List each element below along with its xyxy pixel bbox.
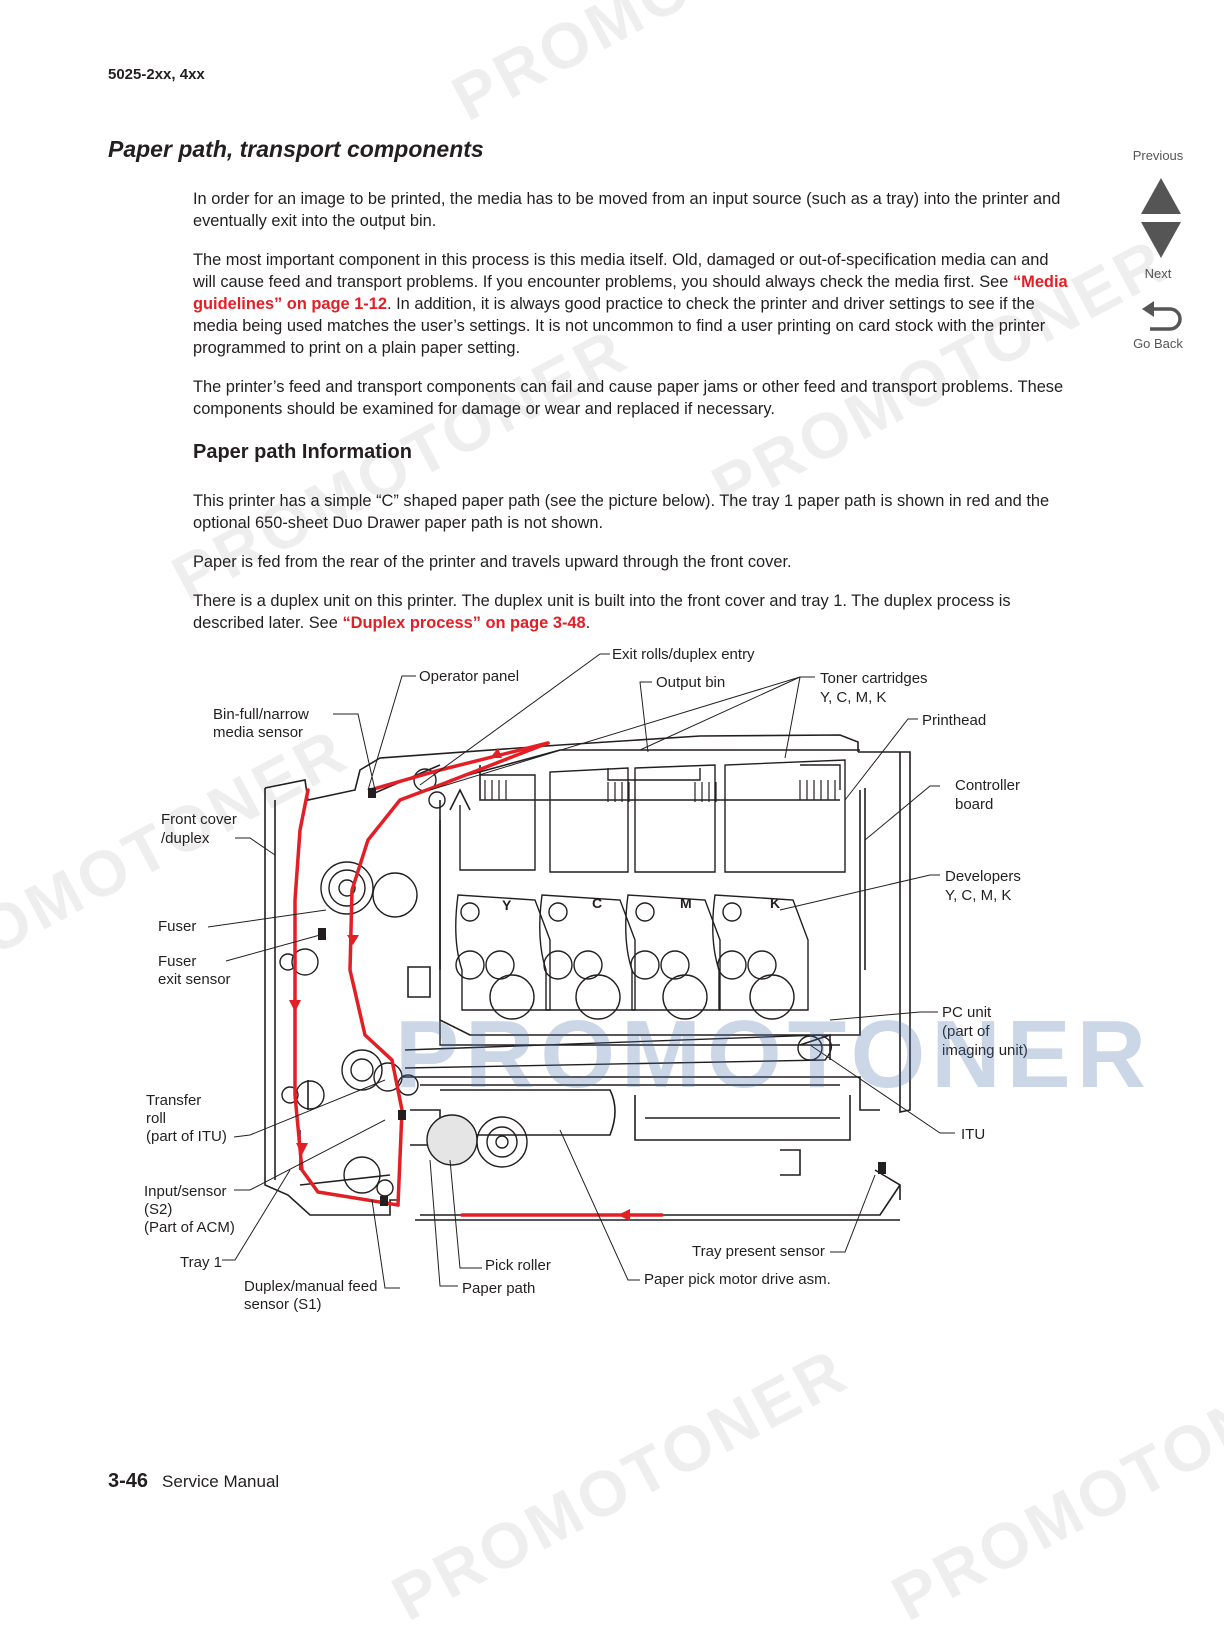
label-transfer: Transfer xyxy=(146,1092,201,1109)
label-controller-board: board xyxy=(955,796,993,813)
rollers xyxy=(279,768,528,1197)
path-arrowheads xyxy=(289,748,630,1221)
paragraph-media-part1: The most important component in this pro… xyxy=(193,251,1049,291)
label-pc-unit-imaging: imaging unit) xyxy=(942,1042,1028,1059)
label-exit-rolls: Exit rolls/duplex entry xyxy=(612,646,755,663)
label-developers: Developers xyxy=(945,868,1021,885)
paragraph-intro: In order for an image to be printed, the… xyxy=(193,190,1061,230)
label-transfer-itu: (part of ITU) xyxy=(146,1128,227,1145)
section-title: Paper path, transport components xyxy=(108,136,484,162)
label-tray1: Tray 1 xyxy=(180,1254,222,1271)
duplex-process-link[interactable]: “Duplex process” on page 3-48 xyxy=(342,614,586,632)
paragraph-c-path: This printer has a simple “C” shaped pap… xyxy=(193,492,1050,532)
label-input-sensor-s2: (S2) xyxy=(144,1201,172,1218)
media-guidelines-link[interactable]: “Media guidelines” on page 1-12 xyxy=(193,273,1068,313)
paragraph-duplex-part2: . xyxy=(585,614,591,632)
letter-c: C xyxy=(592,895,602,911)
next-label: Next xyxy=(1144,266,1172,281)
label-printhead: Printhead xyxy=(922,712,986,729)
letter-y: Y xyxy=(502,897,512,913)
previous-button[interactable] xyxy=(1140,176,1182,216)
label-pick-motor: Paper pick motor drive asm. xyxy=(644,1271,831,1288)
page-number: 3-46 xyxy=(108,1470,149,1492)
label-toner-colors: Y, C, M, K xyxy=(820,689,886,706)
watermark: PROMOTONER xyxy=(440,0,920,135)
label-fuser: Fuser xyxy=(158,918,196,935)
label-toner-cartridges: Toner cartridges xyxy=(820,670,928,687)
label-front-cover-duplex: /duplex xyxy=(161,830,210,847)
watermark: PROMOTONER xyxy=(880,1333,1224,1635)
sensor-marks xyxy=(318,788,886,1206)
page-footer: 3-46 Service Manual xyxy=(108,1470,279,1493)
paragraph-duplex: There is a duplex unit on this printer. … xyxy=(193,590,1073,634)
letter-k: K xyxy=(770,895,780,911)
label-pc-unit: PC unit xyxy=(942,1004,992,1021)
developer-units xyxy=(439,894,840,1046)
go-back-label: Go Back xyxy=(1133,336,1183,351)
label-front-cover: Front cover xyxy=(161,811,237,828)
paragraph-duplex-part1: There is a duplex unit on this printer. … xyxy=(193,592,1011,632)
transfer-belt xyxy=(404,1034,833,1069)
watermark: PROMOTONER xyxy=(380,1333,860,1635)
label-transfer-roll: roll xyxy=(146,1110,166,1127)
label-paper-path: Paper path xyxy=(462,1280,535,1297)
toner-cartridge-ribs xyxy=(484,780,836,802)
label-duplex-sensor-s1: sensor (S1) xyxy=(244,1296,322,1313)
paper-path-diagram: Y C M K Operator panel Exit rolls/duplex… xyxy=(144,646,1028,1313)
label-developers-colors: Y, C, M, K xyxy=(945,887,1011,904)
label-pc-unit-part: (part of xyxy=(942,1023,990,1040)
label-tray-present: Tray present sensor xyxy=(692,1243,825,1260)
label-bin-full: Bin-full/narrow xyxy=(213,706,309,723)
label-fuser-exit-sensor: exit sensor xyxy=(158,971,231,988)
label-duplex-sensor: Duplex/manual feed xyxy=(244,1278,377,1295)
paragraph-media-part2: . In addition, it is always good practic… xyxy=(193,295,1046,357)
label-output-bin: Output bin xyxy=(656,674,725,691)
next-button[interactable] xyxy=(1140,220,1182,260)
return-arrow-icon xyxy=(1142,301,1182,331)
previous-label: Previous xyxy=(1132,148,1184,163)
document-model-header: 5025-2xx, 4xx xyxy=(108,66,205,83)
label-input-sensor-acm: (Part of ACM) xyxy=(144,1219,235,1236)
triangle-down-icon xyxy=(1141,222,1181,258)
go-back-button[interactable] xyxy=(1140,300,1184,334)
label-fuser-exit: Fuser xyxy=(158,953,196,970)
center-watermark: PROMOTONER xyxy=(395,1001,1152,1108)
label-controller: Controller xyxy=(955,777,1020,794)
subsection-title: Paper path Information xyxy=(193,441,412,463)
label-pick-roller: Pick roller xyxy=(485,1257,551,1274)
paragraph-components: The printer’s feed and transport compone… xyxy=(193,378,1064,418)
label-input-sensor: Input/sensor xyxy=(144,1183,227,1200)
label-operator-panel: Operator panel xyxy=(419,668,519,685)
letter-m: M xyxy=(680,895,692,911)
triangle-up-icon xyxy=(1141,178,1181,214)
paragraph-media: The most important component in this pro… xyxy=(193,249,1073,359)
manual-name: Service Manual xyxy=(162,1472,280,1491)
paragraph-feed: Paper is fed from the rear of the printe… xyxy=(193,553,792,571)
label-itu: ITU xyxy=(961,1126,985,1143)
toner-cartridges xyxy=(459,759,846,873)
label-bin-full-media: media sensor xyxy=(213,724,303,741)
leader-lines xyxy=(207,653,955,1289)
red-paper-path xyxy=(293,741,664,1217)
